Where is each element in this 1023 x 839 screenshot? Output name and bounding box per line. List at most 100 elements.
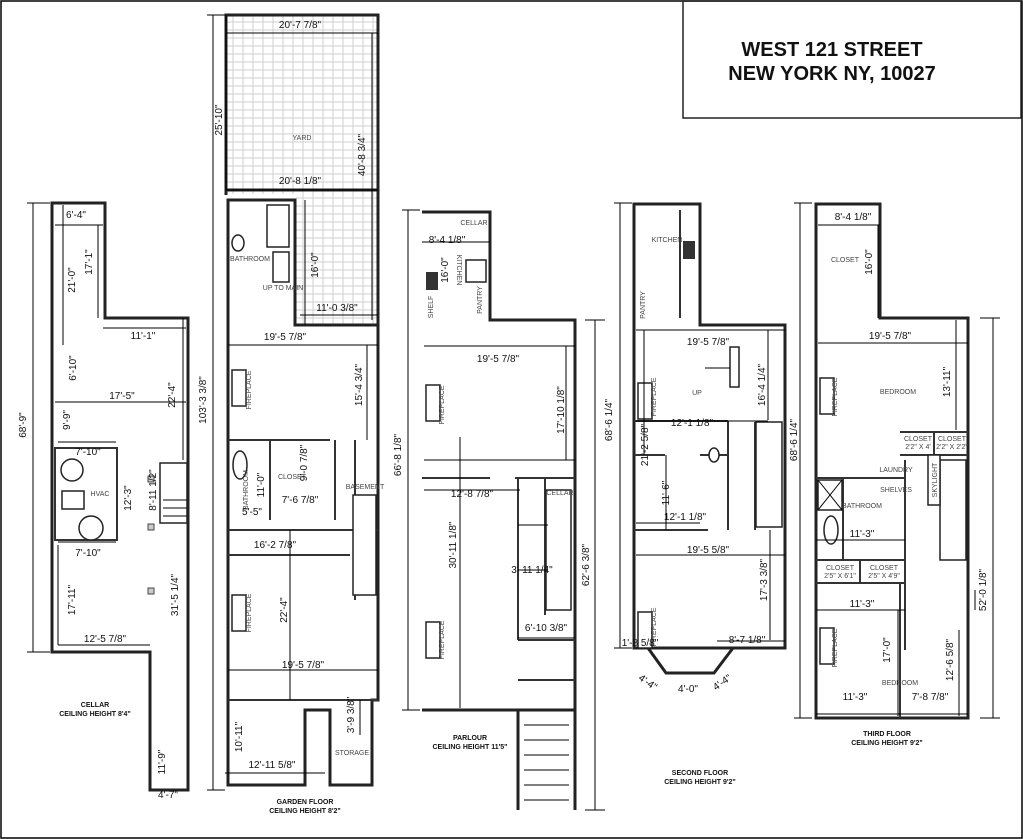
shower-cross <box>817 479 843 511</box>
yard-paving <box>227 16 377 324</box>
dim-label: 7'-6 7/8" <box>282 495 319 506</box>
fireplace <box>231 594 247 632</box>
skylight <box>927 454 941 506</box>
stairs <box>755 421 783 528</box>
dim-label: 17'-0" <box>882 637 893 663</box>
dim-label: 19'-5 7/8" <box>282 660 325 671</box>
room-label-bedroom: BEDROOM <box>880 389 916 396</box>
dim-label: 4'-4" <box>636 673 659 694</box>
cellar-plan: 6'-4" 17'-1" 21'-0" 11'-1" 6'-10" 17'-5"… <box>18 201 190 801</box>
stoop-walls <box>516 710 577 810</box>
bathtub <box>232 450 248 480</box>
title-street: WEST 121 STREET <box>741 39 922 61</box>
dim-label-overall: 68'-9" <box>18 412 29 438</box>
room-label-fireplace: FIREPLACE <box>651 377 658 416</box>
dim-label: 17'-11" <box>67 584 78 615</box>
second-floor-outline <box>632 202 787 650</box>
dim-label: 11'-3" <box>850 529 875 540</box>
dim-label: 19'-5 7/8" <box>264 332 307 343</box>
room-label-yard: YARD <box>293 135 312 142</box>
room-label-up-to-main: UP TO MAIN <box>263 285 303 292</box>
room-label-bathroom: BATHROOM <box>842 503 882 510</box>
dim-label: 4'-7" <box>158 790 178 801</box>
garden-floor-plan: 20'-7 7/8" 25'-10" YARD 20'-8 1/8" 40'-8… <box>198 13 385 815</box>
floor-name: CELLAR <box>81 702 109 709</box>
dim-label: 6'-10 3/8" <box>525 623 568 634</box>
closet-size: 2'2" X 2'2" <box>936 444 968 451</box>
dim-label: 16'-0" <box>440 257 451 283</box>
dim-label: 30'-11 1/8" <box>448 521 459 568</box>
dim-label: 12'-1 1/8" <box>664 512 707 523</box>
third-floor-plan: 8'-4 1/8" CLOSET 16'-0" 19'-5 7/8" FIREP… <box>789 202 1000 747</box>
floor-name: PARLOUR <box>453 735 487 742</box>
dim-label-overall: 66'-8 1/8" <box>393 433 404 476</box>
stoop-steps <box>524 724 569 801</box>
ceiling-height: CEILING HEIGHT 11'5" <box>432 744 507 751</box>
room-label-fireplace: FIREPLACE <box>832 377 839 416</box>
parlour-interior-walls <box>422 477 575 681</box>
hvac-unit <box>60 458 84 482</box>
hvac-unit <box>61 490 85 510</box>
garden-outline <box>226 198 380 787</box>
fireplace <box>819 377 835 415</box>
cellar-outline <box>50 201 190 792</box>
room-label-closet: CLOSET <box>278 474 307 481</box>
dim-label: 12'-3" <box>123 485 134 511</box>
dim-label: 16'-2 7/8" <box>254 540 297 551</box>
room-label-bathroom: BATHROOM <box>243 470 250 510</box>
dim-label: 12'-1 1/8" <box>671 418 714 429</box>
dim-label: 21'-2 5/8" <box>640 423 651 466</box>
room-label-storage: STORAGE <box>335 750 369 757</box>
room-label-bathroom: BATHROOM <box>230 256 270 263</box>
dim-label: 17'-3 3/8" <box>759 558 770 601</box>
room-label-hvac: HVAC <box>91 491 110 498</box>
title-city: NEW YORK NY, 10027 <box>728 63 936 85</box>
dim-label: 11'-0 3/8" <box>316 303 358 314</box>
stove <box>683 241 695 259</box>
column <box>147 475 155 483</box>
fireplace <box>637 382 653 420</box>
dim-label-overall: 68'-6 1/4" <box>604 398 615 441</box>
dim-label: 8'-4 1/8" <box>429 235 466 246</box>
dim-label: 7'-8 7/8" <box>912 692 949 703</box>
dim-label-overall: 103'-3 3/8" <box>198 376 209 424</box>
dim-label: 19'-5 7/8" <box>477 354 520 365</box>
dim-label: 12'-5 7/8" <box>84 634 127 645</box>
room-label-closet: CLOSET <box>938 436 967 443</box>
dim-label: 3'-11 1/4" <box>511 565 553 576</box>
parlour-outline <box>422 210 577 712</box>
skylight-opening <box>729 346 740 388</box>
garden-dimension-lines <box>207 14 378 791</box>
room-label-kitchen: KITCHEN <box>652 237 683 244</box>
fireplace <box>637 611 653 649</box>
dim-label: 11'-0" <box>256 472 267 497</box>
dim-label: 15'-4 3/4" <box>354 363 365 406</box>
hvac-unit <box>78 515 104 541</box>
dim-label: 17'-10 1/8" <box>556 386 567 434</box>
dim-label: 20'-8 1/8" <box>279 176 322 187</box>
fireplace <box>819 627 835 665</box>
ceiling-height: CEILING HEIGHT 9'2" <box>664 779 736 786</box>
room-label-closet: CLOSET <box>870 565 899 572</box>
room-label-pantry: PANTRY <box>640 291 647 319</box>
room-label-shelves: SHELVES <box>880 487 912 494</box>
dim-label: 4'-4" <box>711 672 734 693</box>
room-label-closet: CLOSET <box>826 565 855 572</box>
third-dimension-lines <box>794 202 1000 719</box>
dim-label-overall: 62'-6 3/8" <box>581 543 592 586</box>
dim-label: 6'-4" <box>66 210 86 221</box>
dim-label-overall: 68'-6 1/4" <box>789 418 800 461</box>
dim-label: 16'-0" <box>864 249 875 275</box>
dim-label: 19'-5 5/8" <box>687 545 730 556</box>
dim-label: 16'-4 1/4" <box>757 363 768 406</box>
dim-label-overall: 52'-0 1/8" <box>978 568 989 611</box>
stairs <box>939 459 967 561</box>
floor-name: THIRD FLOOR <box>863 731 911 738</box>
column <box>147 523 155 531</box>
fireplace <box>425 621 441 659</box>
second-interior-walls <box>634 210 756 531</box>
room-label-skylight: SKYLIGHT <box>932 462 939 497</box>
dim-label: 8'-11 1/2" <box>148 469 159 511</box>
